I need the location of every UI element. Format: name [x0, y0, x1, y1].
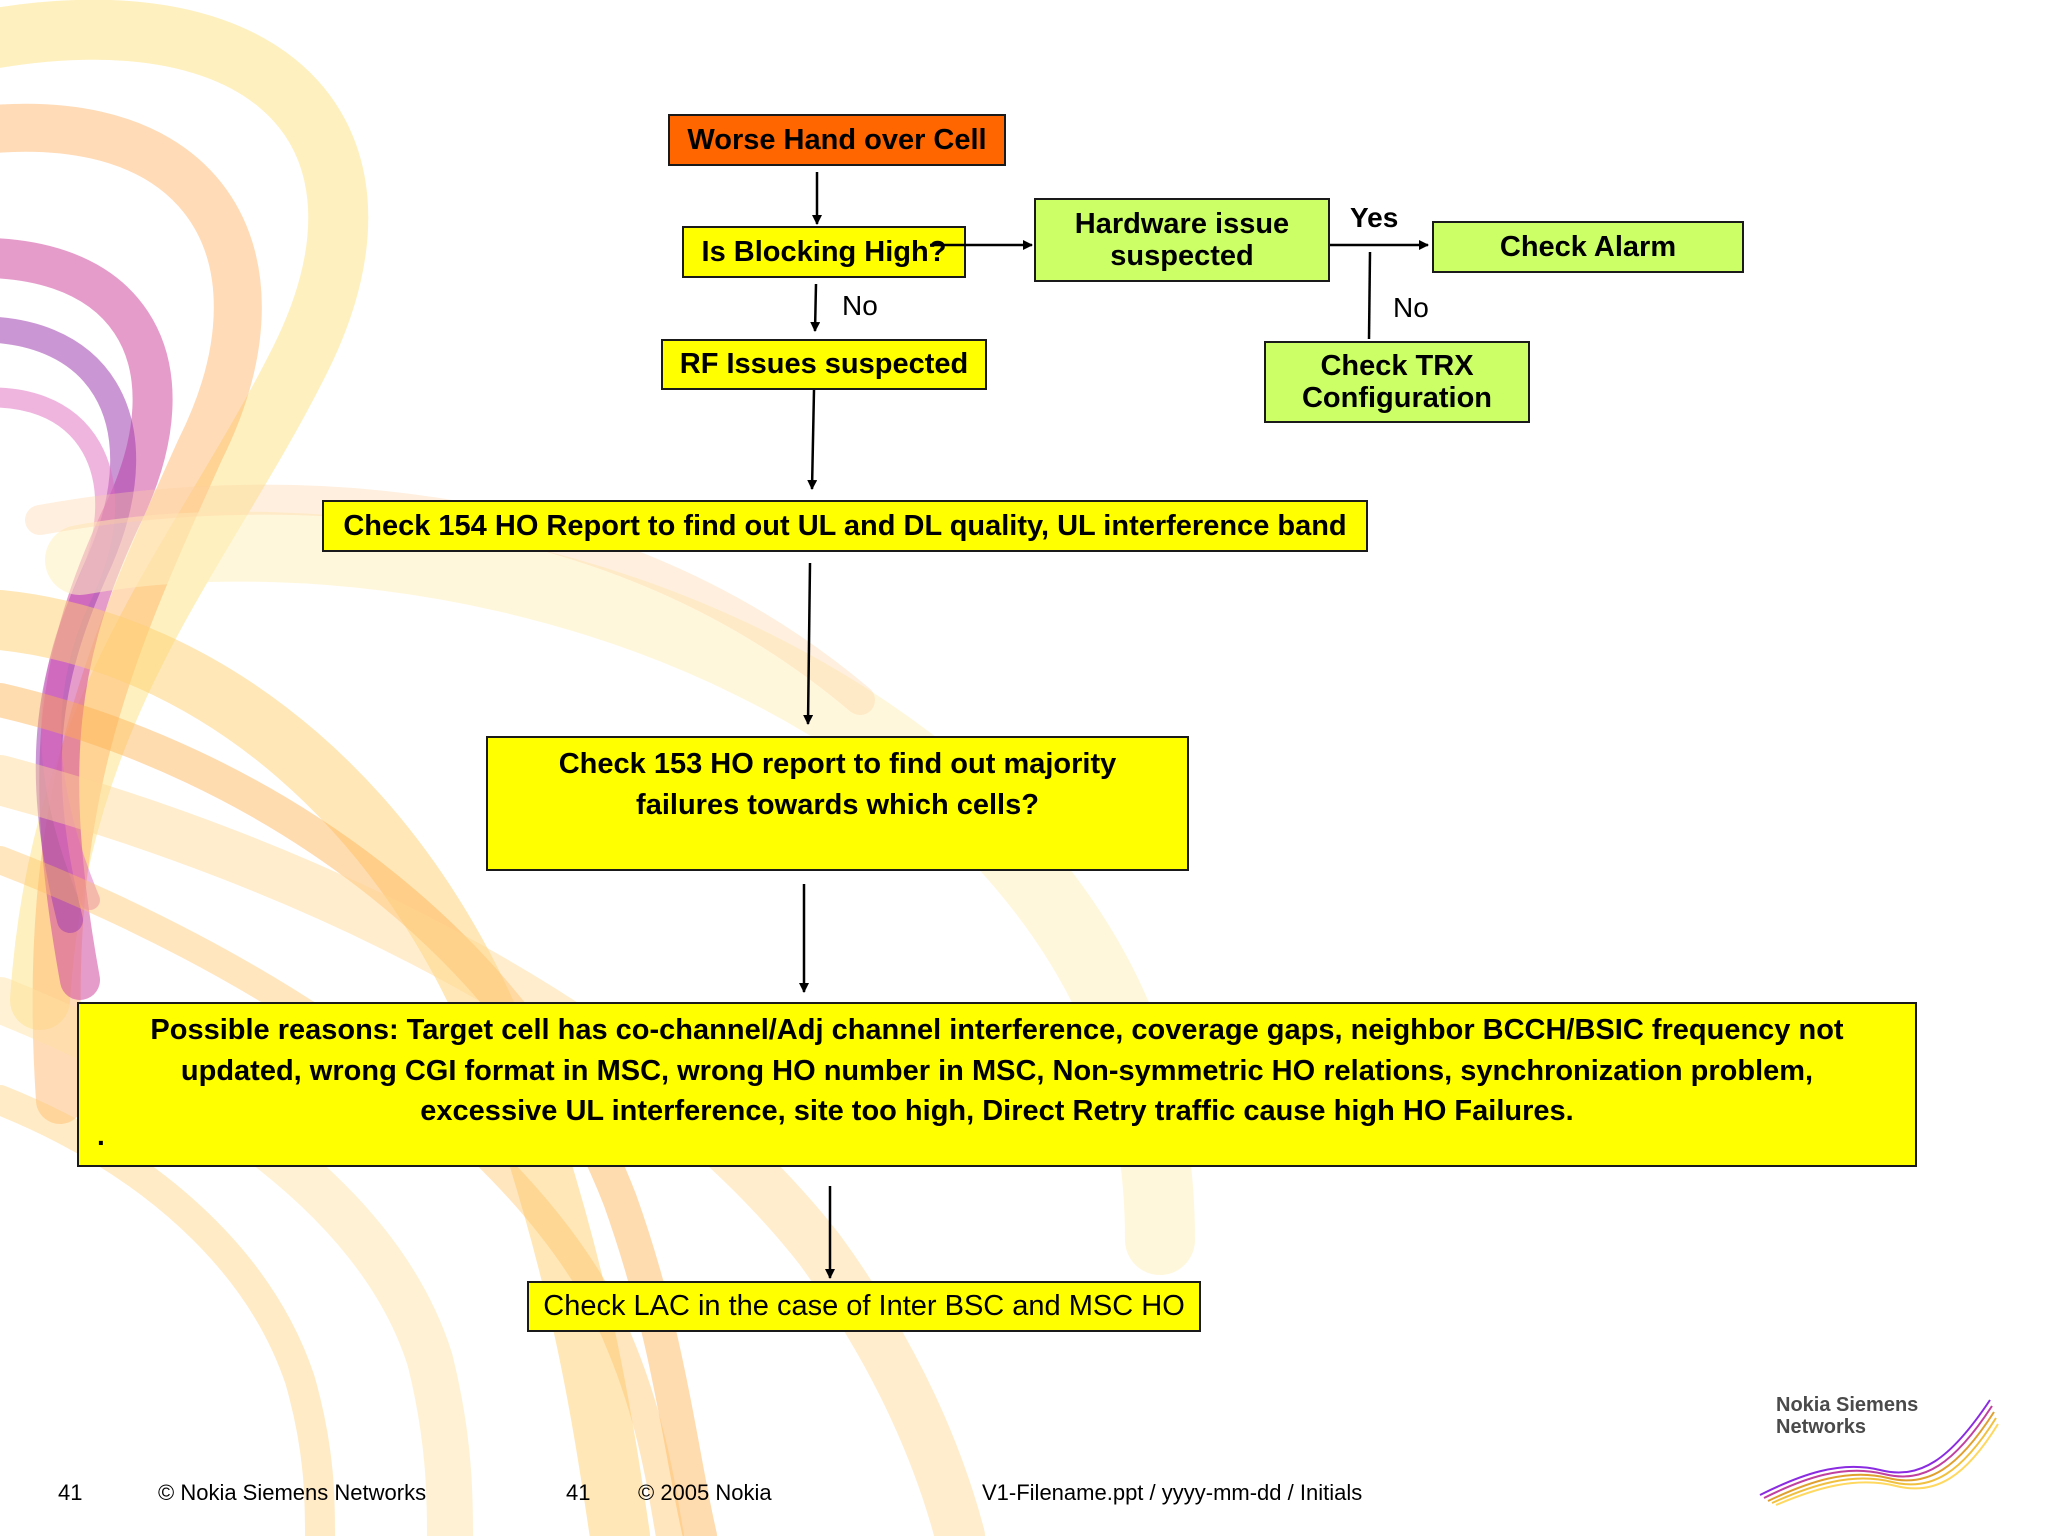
- node-label: Possible reasons: Target cell has co-cha…: [150, 1014, 1844, 1128]
- edge-label-yes-hardware: Yes: [1350, 202, 1399, 233]
- node-label: Worse Hand over Cell: [687, 123, 987, 156]
- node-worse-handover-cell: Worse Hand over Cell: [668, 114, 1006, 166]
- node-is-blocking-high: Is Blocking High?: [682, 226, 966, 278]
- node-check-154-ho-report: Check 154 HO Report to find out UL and D…: [322, 500, 1368, 552]
- node-label: Check LAC in the case of Inter BSC and M…: [543, 1290, 1185, 1323]
- node-rf-issues-suspected: RF Issues suspected: [661, 339, 987, 390]
- node-label: Is Blocking High?: [701, 235, 947, 268]
- logo-text: Nokia Siemens Networks: [1776, 1394, 1919, 1438]
- node-label: Check TRX Configuration: [1301, 349, 1493, 414]
- node-label: Check Alarm: [1499, 230, 1677, 263]
- logo-swoosh-icon: [1759, 1399, 1999, 1506]
- node-label: Hardware issue suspected: [1074, 207, 1290, 272]
- nokia-siemens-networks-logo: Nokia Siemens Networks: [1750, 1390, 2000, 1510]
- edge-label-no-blocking: No: [842, 290, 878, 321]
- footer-slide-number-2: 41: [566, 1480, 591, 1505]
- footer-copyright-nsn: © Nokia Siemens Networks: [158, 1480, 427, 1505]
- node-check-alarm: Check Alarm: [1432, 221, 1744, 273]
- node-label: RF Issues suspected: [679, 348, 969, 381]
- edge-label-no-hardware: No: [1393, 292, 1429, 323]
- node-label: Check 153 HO report to find out majority…: [558, 748, 1117, 821]
- node-trailing-dot: .: [97, 1120, 105, 1151]
- node-check-trx-configuration: Check TRX Configuration: [1264, 341, 1530, 423]
- node-label: Check 154 HO Report to find out UL and D…: [343, 509, 1347, 542]
- node-possible-reasons: Possible reasons: Target cell has co-cha…: [77, 1002, 1917, 1167]
- node-check-lac: Check LAC in the case of Inter BSC and M…: [527, 1281, 1201, 1332]
- node-check-153-ho-report: Check 153 HO report to find out majority…: [486, 736, 1189, 871]
- footer-file-info: V1-Filename.ppt / yyyy-mm-dd / Initials: [982, 1480, 1363, 1505]
- node-hardware-issue: Hardware issue suspected: [1034, 198, 1330, 282]
- footer-slide-number: 41: [58, 1480, 83, 1505]
- footer-copyright-nokia: © 2005 Nokia: [638, 1480, 772, 1505]
